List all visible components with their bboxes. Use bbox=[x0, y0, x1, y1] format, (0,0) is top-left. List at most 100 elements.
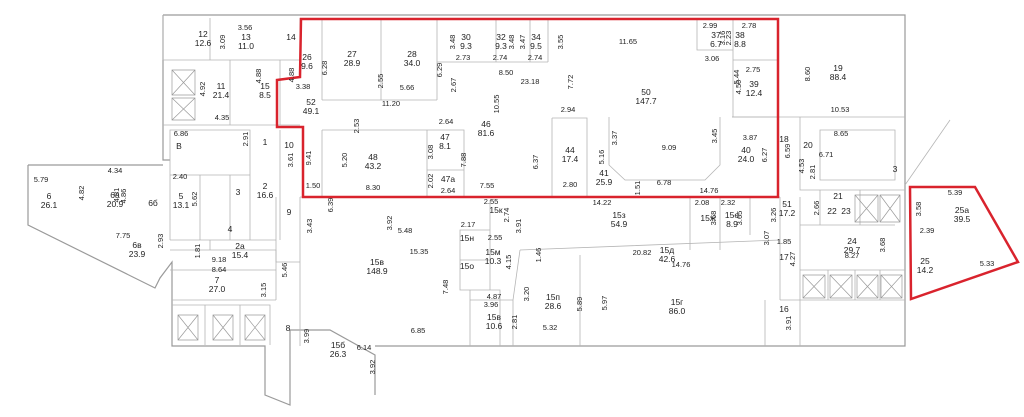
room-number: 14 bbox=[286, 32, 296, 42]
dimension-label: 14.22 bbox=[593, 198, 612, 207]
room-number: 15к bbox=[489, 205, 502, 215]
room-area: 88.4 bbox=[830, 72, 847, 82]
room-area: 14.2 bbox=[917, 265, 934, 275]
room-area: 8.5 bbox=[259, 90, 271, 100]
room-number: 6б bbox=[148, 198, 158, 208]
dimension-label: 3.91 bbox=[784, 316, 793, 331]
dimension-label: 3.07 bbox=[762, 231, 771, 246]
room-area: 9.3 bbox=[495, 41, 507, 51]
dimension-label: 4.88 bbox=[254, 69, 263, 84]
dimension-label: 10.53 bbox=[831, 105, 850, 114]
room-number: 15д bbox=[660, 245, 674, 255]
dimension-label: 4.87 bbox=[487, 292, 502, 301]
room-number: 41 bbox=[599, 168, 609, 178]
room-number: 30 bbox=[461, 32, 471, 42]
dimension-label: 3.96 bbox=[484, 300, 499, 309]
dimension-label: 3.65 bbox=[735, 211, 744, 226]
room-number: 3 bbox=[893, 164, 898, 174]
room-number: 13 bbox=[241, 32, 251, 42]
dimension-label: 7.55 bbox=[480, 181, 495, 190]
dimension-label: 2.66 bbox=[812, 201, 821, 216]
room-area: 11.0 bbox=[238, 41, 254, 51]
room-number: 9 bbox=[287, 207, 292, 217]
dimension-label: 6.86 bbox=[174, 129, 189, 138]
dimension-label: 2.64 bbox=[441, 186, 456, 195]
selected-area-outline[interactable] bbox=[275, 17, 1020, 301]
dimension-label: 3.26 bbox=[769, 208, 778, 223]
room-number: 32 bbox=[496, 32, 506, 42]
room-number: 44 bbox=[565, 145, 575, 155]
room-number: 1 bbox=[263, 137, 268, 147]
dimension-label: 2.99 bbox=[703, 21, 718, 30]
dimension-label: 4.88 bbox=[287, 68, 296, 83]
dimension-label: 3.15 bbox=[259, 283, 268, 298]
dimension-label: 3.99 bbox=[302, 329, 311, 344]
room-number: 25 bbox=[920, 256, 930, 266]
dimension-label: 3.91 bbox=[514, 219, 523, 234]
room-number: 6 bbox=[47, 191, 52, 201]
room-number: 47а bbox=[441, 174, 455, 184]
dimension-label: 2.53 bbox=[352, 119, 361, 134]
room-number: 5 bbox=[179, 191, 184, 201]
dimension-label: 3.43 bbox=[305, 219, 314, 234]
dimension-label: 3.09 bbox=[218, 35, 227, 50]
room-area: 26.1 bbox=[41, 200, 58, 210]
walls bbox=[27, 14, 951, 406]
dimension-label: 9.41 bbox=[304, 151, 313, 166]
dimension-label: 6.29 bbox=[435, 63, 444, 78]
room-number: 37 bbox=[711, 30, 721, 40]
room-number: 46 bbox=[481, 119, 491, 129]
room-number: В bbox=[176, 141, 182, 151]
dimension-label: 2.78 bbox=[742, 21, 757, 30]
dimension-label: 8.64 bbox=[212, 265, 227, 274]
room-area: 12.4 bbox=[746, 88, 763, 98]
room-area: 27.0 bbox=[209, 284, 226, 294]
room-number: 4 bbox=[228, 224, 233, 234]
dimension-label: 6.85 bbox=[411, 326, 426, 335]
room-number: 17 bbox=[779, 252, 789, 262]
dimension-label: 4.92 bbox=[198, 82, 207, 97]
dimension-label: 4.50 bbox=[734, 80, 743, 95]
dimension-label: 3.08 bbox=[426, 145, 435, 160]
dimension-label: 2.81 bbox=[510, 315, 519, 330]
dimension-label: 2.94 bbox=[561, 105, 576, 114]
room-number: 16 bbox=[779, 304, 789, 314]
selected-area-rooms-25[interactable] bbox=[908, 185, 1020, 301]
dimension-label: 11.65 bbox=[619, 37, 637, 46]
dimension-label: 6.39 bbox=[326, 198, 335, 213]
room-number: 15г bbox=[671, 297, 684, 307]
dimension-label: 2.74 bbox=[528, 53, 543, 62]
dimension-label: 8.65 bbox=[834, 129, 849, 138]
dimension-label: 5.97 bbox=[600, 296, 609, 311]
room-number: 25а bbox=[955, 205, 969, 215]
dimension-label: 5.66 bbox=[400, 83, 415, 92]
dimension-label: 3.92 bbox=[385, 216, 394, 231]
room-area: 6.7 bbox=[710, 39, 722, 49]
dimension-label: 5.16 bbox=[597, 150, 606, 165]
dimension-label: 2.08 bbox=[695, 198, 710, 207]
dimension-label: 3.92 bbox=[368, 360, 377, 375]
room-number: 52 bbox=[306, 97, 316, 107]
dimension-label: 3.48 bbox=[448, 35, 457, 50]
room-number: 15н bbox=[460, 233, 474, 243]
dimension-label: 6.27 bbox=[760, 148, 769, 163]
room-area: 21.4 bbox=[213, 90, 230, 100]
dimension-label: 2.74 bbox=[502, 208, 511, 223]
room-number: 27 bbox=[347, 49, 357, 59]
room-number: 15п bbox=[546, 292, 560, 302]
room-area: 147.7 bbox=[635, 96, 657, 106]
room-number: 15в bbox=[370, 257, 384, 267]
dimension-label: 15.35 bbox=[410, 247, 429, 256]
room-area: 8.1 bbox=[439, 141, 451, 151]
selected-area-main[interactable] bbox=[275, 17, 780, 199]
room-area: 81.6 bbox=[478, 128, 495, 138]
dimension-label: 3.48 bbox=[507, 35, 516, 50]
room-number: 15е bbox=[725, 210, 739, 220]
dimension-label: 7.88 bbox=[459, 153, 468, 168]
dimension-label: 2.55 bbox=[484, 197, 499, 206]
room-number: 20 bbox=[803, 140, 813, 150]
room-number: 22 bbox=[827, 206, 837, 216]
room-area: 86.0 bbox=[669, 306, 686, 316]
dimension-label: 5.33 bbox=[980, 259, 995, 268]
